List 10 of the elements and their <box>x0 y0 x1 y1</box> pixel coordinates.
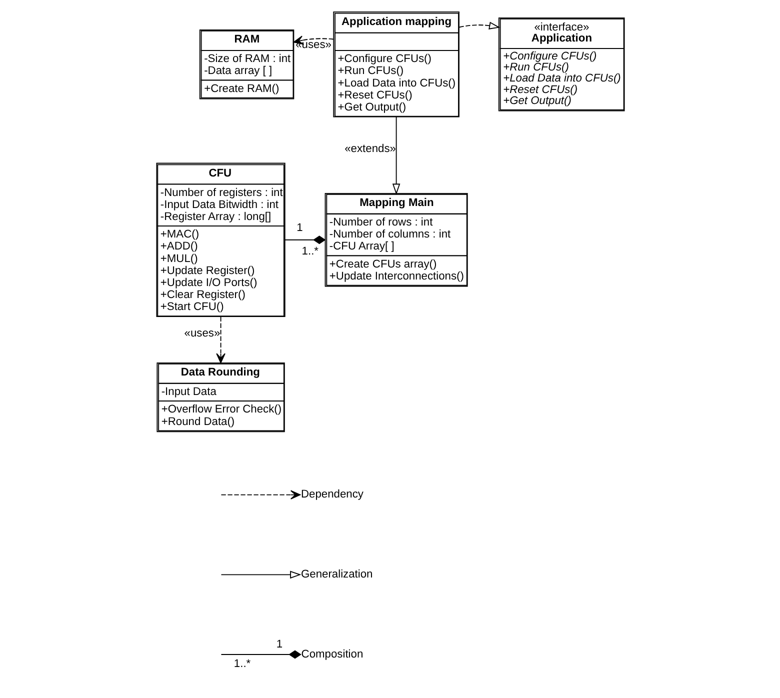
label: 1..* <box>301 246 318 258</box>
edge-label: «uses» <box>295 38 331 51</box>
label: 1..* <box>233 658 250 670</box>
edge-label: «extends» <box>344 143 396 156</box>
label: 1 <box>276 638 282 651</box>
edge-label: «uses» <box>184 327 220 340</box>
label: 1 <box>296 222 302 234</box>
legend-label: Dependency <box>300 488 363 501</box>
legend-label: Generalization <box>300 568 372 581</box>
legend-label: Composition <box>300 648 363 660</box>
